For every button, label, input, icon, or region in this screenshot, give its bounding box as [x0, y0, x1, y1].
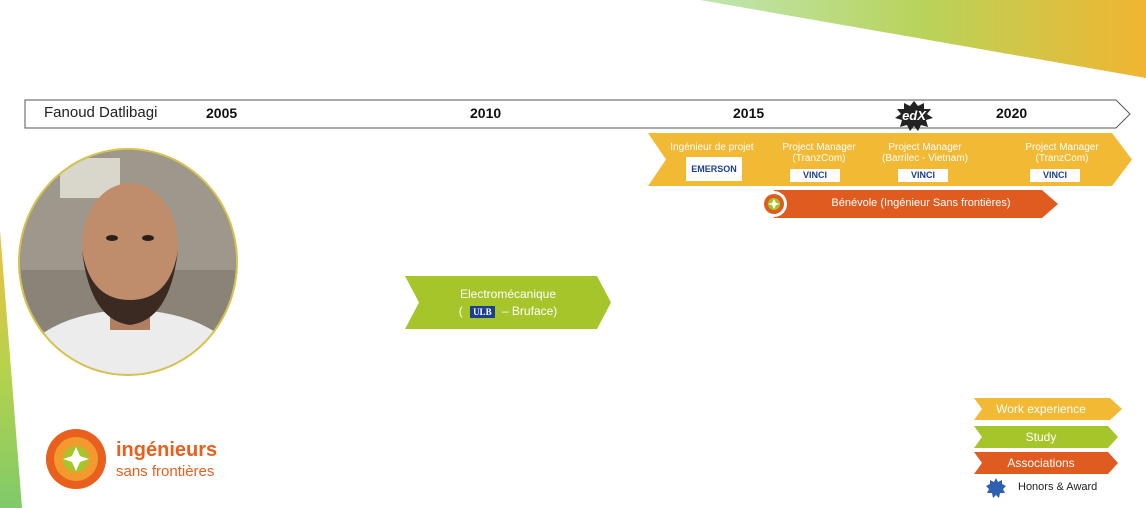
association-label: Bénévole (Ingénieur Sans frontières): [831, 197, 1011, 209]
vinci-logo: VINCI: [790, 169, 840, 182]
emerson-logo: EMERSON: [686, 157, 742, 181]
experience-sub: (Barrilec - Vietnam): [882, 153, 968, 164]
year-2005: 2005: [206, 105, 238, 121]
year-2015: 2015: [733, 105, 765, 121]
legend-study: Study: [974, 426, 1122, 448]
vinci-logo: VINCI: [1030, 169, 1080, 182]
isf-subtitle: sans frontières: [116, 463, 215, 480]
experience-label: Project Manager: [782, 142, 856, 153]
legend-honors: Honors & Award: [986, 478, 1136, 498]
experience-vinci-tranzcom-2: Project Manager (TranzCom) VINCI: [968, 133, 1132, 186]
legend-associations-label: Associations: [1007, 456, 1075, 470]
experience-sub: (TranzCom): [1035, 153, 1089, 164]
study-school-name: – Bruface): [501, 304, 558, 318]
edx-honor-badge: edX: [893, 101, 935, 131]
profile-photo: [18, 148, 238, 376]
legend-study-label: Study: [1025, 430, 1057, 444]
experience-label: Project Manager: [1025, 142, 1099, 153]
year-2010: 2010: [470, 105, 502, 121]
legend-associations: Associations: [974, 452, 1122, 474]
ulb-logo: ULB: [470, 306, 495, 318]
experience-label: Project Manager: [888, 142, 962, 153]
edx-label: edX: [902, 108, 926, 123]
study-label: Electromécanique: [459, 287, 557, 301]
person-name: Fanoud Datlibagi: [44, 104, 158, 121]
year-2020: 2020: [996, 105, 1028, 121]
vinci-logo: VINCI: [898, 169, 948, 182]
legend-work-label: Work experience: [996, 402, 1086, 416]
isf-logo: ingénieurs sans frontières: [44, 425, 224, 495]
study-electromecanique: Electromécanique ( ULB – Bruface): [405, 276, 611, 329]
isf-name: ingénieurs: [116, 439, 218, 461]
top-right-gradient-banner: [700, 0, 1146, 78]
experience-vinci-tranzcom: Project Manager (TranzCom) VINCI: [752, 133, 872, 186]
legend-work-experience: Work experience: [974, 398, 1122, 420]
experience-label: Ingénieur de projet: [670, 142, 754, 153]
association-isf: Bénévole (Ingénieur Sans frontières): [760, 190, 1058, 218]
star-badge-icon: [986, 478, 1006, 498]
timeline-bar: Fanoud Datlibagi 2005 2010 2015 2020: [24, 99, 1132, 129]
left-gradient-strip: [0, 230, 22, 508]
experience-sub: (TranzCom): [792, 153, 846, 164]
study-paren: (: [458, 304, 463, 318]
experience-emerson: Ingénieur de projet EMERSON: [648, 133, 776, 186]
experience-vinci-barrilec: Project Manager (Barrilec - Vietnam) VIN…: [852, 133, 988, 186]
legend-honors-label: Honors & Award: [1018, 481, 1098, 493]
study-school: ( ULB – Bruface): [405, 304, 611, 318]
